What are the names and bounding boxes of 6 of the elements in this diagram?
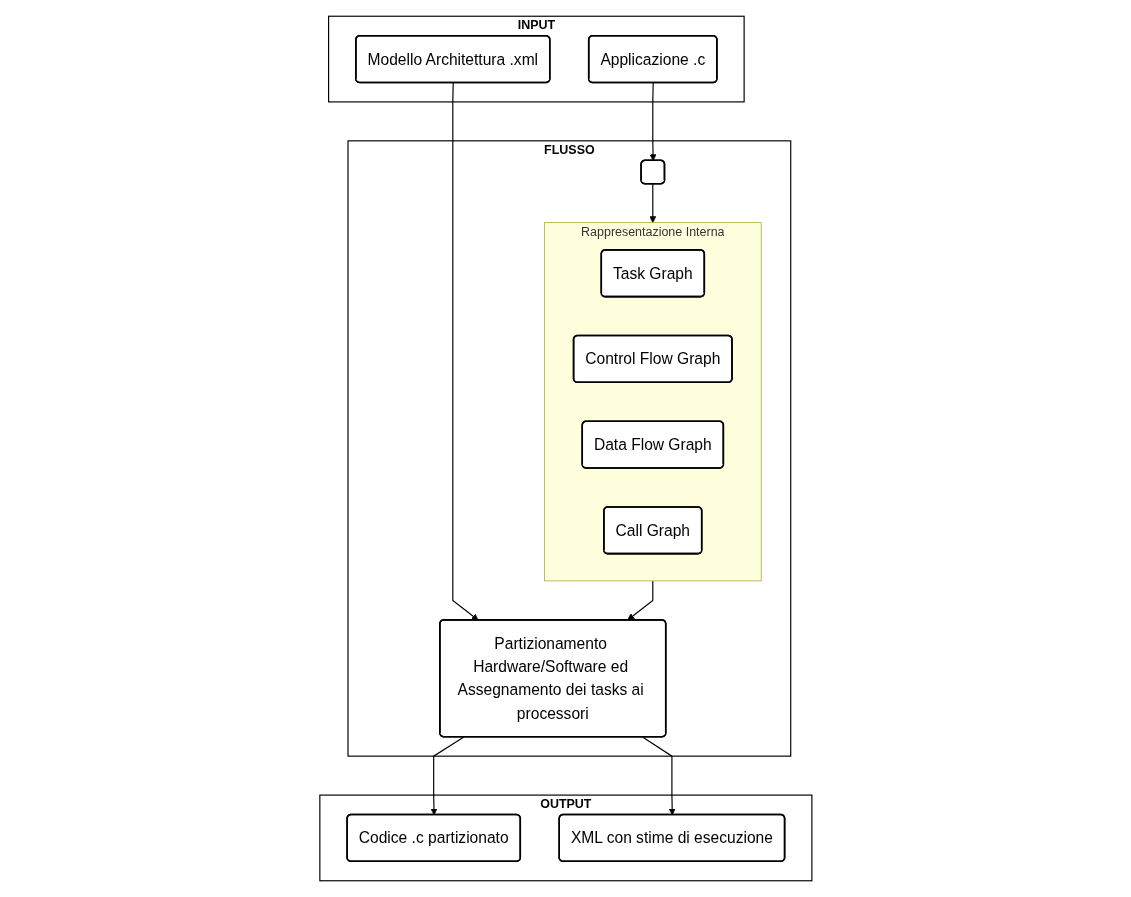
arrow bbox=[451, 82, 479, 621]
arrow bbox=[430, 736, 465, 816]
arrow bbox=[649, 82, 657, 161]
arrow bbox=[641, 736, 676, 816]
arrow bbox=[649, 183, 656, 223]
arrow bbox=[627, 580, 653, 621]
